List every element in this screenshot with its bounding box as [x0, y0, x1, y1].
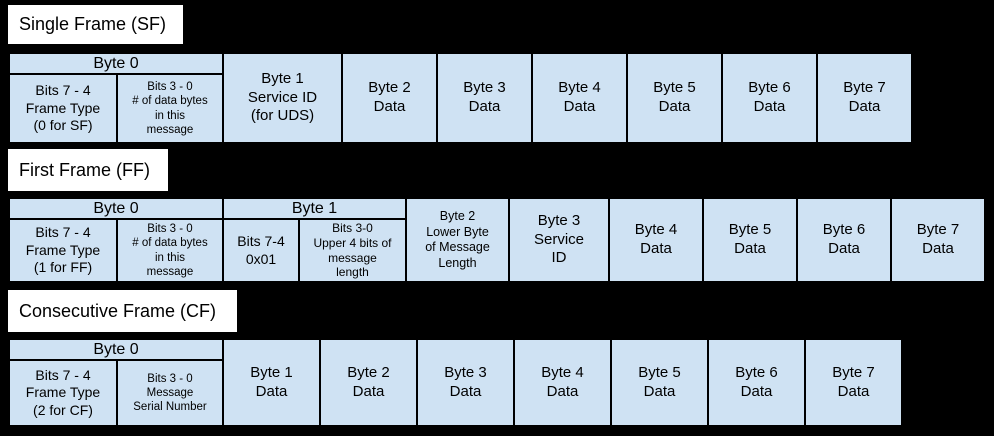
sf-byte0-group: Byte 0 Bits 7 - 4 Frame Type (0 for SF) … — [8, 52, 224, 144]
cf-byte0-subcells: Bits 7 - 4 Frame Type (2 for CF) Bits 3 … — [8, 359, 224, 427]
ff-byte0-datalength-cell: Bits 3 - 0 # of data bytes in this messa… — [116, 218, 224, 283]
cf-byte0-serialnumber-cell: Bits 3 - 0 Message Serial Number — [116, 359, 224, 427]
ff-byte5-data-cell: Byte 5 Data — [702, 197, 798, 283]
cf-byte0-header: Byte 0 — [8, 338, 224, 361]
cf-byte4-data-cell: Byte 4 Data — [513, 338, 612, 427]
cf-byte0-frametype-cell: Bits 7 - 4 Frame Type (2 for CF) — [8, 359, 118, 427]
ff-byte0-header: Byte 0 — [8, 197, 224, 220]
ff-byte7-data-cell: Byte 7 Data — [890, 197, 986, 283]
ff-byte3-serviceid-cell: Byte 3 Service ID — [508, 197, 610, 283]
sf-byte6-data-cell: Byte 6 Data — [721, 52, 818, 144]
cf-byte7-data-cell: Byte 7 Data — [804, 338, 903, 427]
sf-byte0-header: Byte 0 — [8, 52, 224, 75]
cf-byte1-data-cell: Byte 1 Data — [222, 338, 321, 427]
ff-byte1-header: Byte 1 — [222, 197, 407, 220]
cf-byte0-group: Byte 0 Bits 7 - 4 Frame Type (2 for CF) … — [8, 338, 224, 427]
cf-byte5-data-cell: Byte 5 Data — [610, 338, 709, 427]
cf-title: Consecutive Frame (CF) — [8, 290, 237, 332]
ff-table: Byte 0 Bits 7 - 4 Frame Type (1 for FF) … — [8, 197, 986, 283]
ff-byte2-lowerlength-cell: Byte 2 Lower Byte of Message Length — [405, 197, 510, 283]
sf-byte0-subcells: Bits 7 - 4 Frame Type (0 for SF) Bits 3 … — [8, 73, 224, 144]
sf-byte2-data-cell: Byte 2 Data — [341, 52, 438, 144]
ff-byte1-upperlength-cell: Bits 3-0 Upper 4 bits of message length — [298, 218, 407, 283]
sf-byte3-data-cell: Byte 3 Data — [436, 52, 533, 144]
sf-table: Byte 0 Bits 7 - 4 Frame Type (0 for SF) … — [8, 52, 913, 144]
sf-byte7-data-cell: Byte 7 Data — [816, 52, 913, 144]
ff-byte1-0x01-cell: Bits 7-4 0x01 — [222, 218, 300, 283]
sf-byte0-frametype-cell: Bits 7 - 4 Frame Type (0 for SF) — [8, 73, 118, 144]
sf-byte1-serviceid-cell: Byte 1 Service ID (for UDS) — [222, 52, 343, 144]
ff-byte4-data-cell: Byte 4 Data — [608, 197, 704, 283]
ff-byte1-group: Byte 1 Bits 7-4 0x01 Bits 3-0 Upper 4 bi… — [222, 197, 407, 283]
cf-byte2-data-cell: Byte 2 Data — [319, 338, 418, 427]
sf-byte4-data-cell: Byte 4 Data — [531, 52, 628, 144]
cf-table: Byte 0 Bits 7 - 4 Frame Type (2 for CF) … — [8, 338, 903, 427]
ff-byte0-frametype-cell: Bits 7 - 4 Frame Type (1 for FF) — [8, 218, 118, 283]
cf-byte3-data-cell: Byte 3 Data — [416, 338, 515, 427]
sf-title: Single Frame (SF) — [8, 5, 183, 44]
sf-byte5-data-cell: Byte 5 Data — [626, 52, 723, 144]
ff-byte0-subcells: Bits 7 - 4 Frame Type (1 for FF) Bits 3 … — [8, 218, 224, 283]
ff-byte6-data-cell: Byte 6 Data — [796, 197, 892, 283]
cf-byte6-data-cell: Byte 6 Data — [707, 338, 806, 427]
ff-byte1-subcells: Bits 7-4 0x01 Bits 3-0 Upper 4 bits of m… — [222, 218, 407, 283]
ff-title: First Frame (FF) — [8, 149, 168, 191]
ff-byte0-group: Byte 0 Bits 7 - 4 Frame Type (1 for FF) … — [8, 197, 224, 283]
sf-byte0-datalength-cell: Bits 3 - 0 # of data bytes in this messa… — [116, 73, 224, 144]
